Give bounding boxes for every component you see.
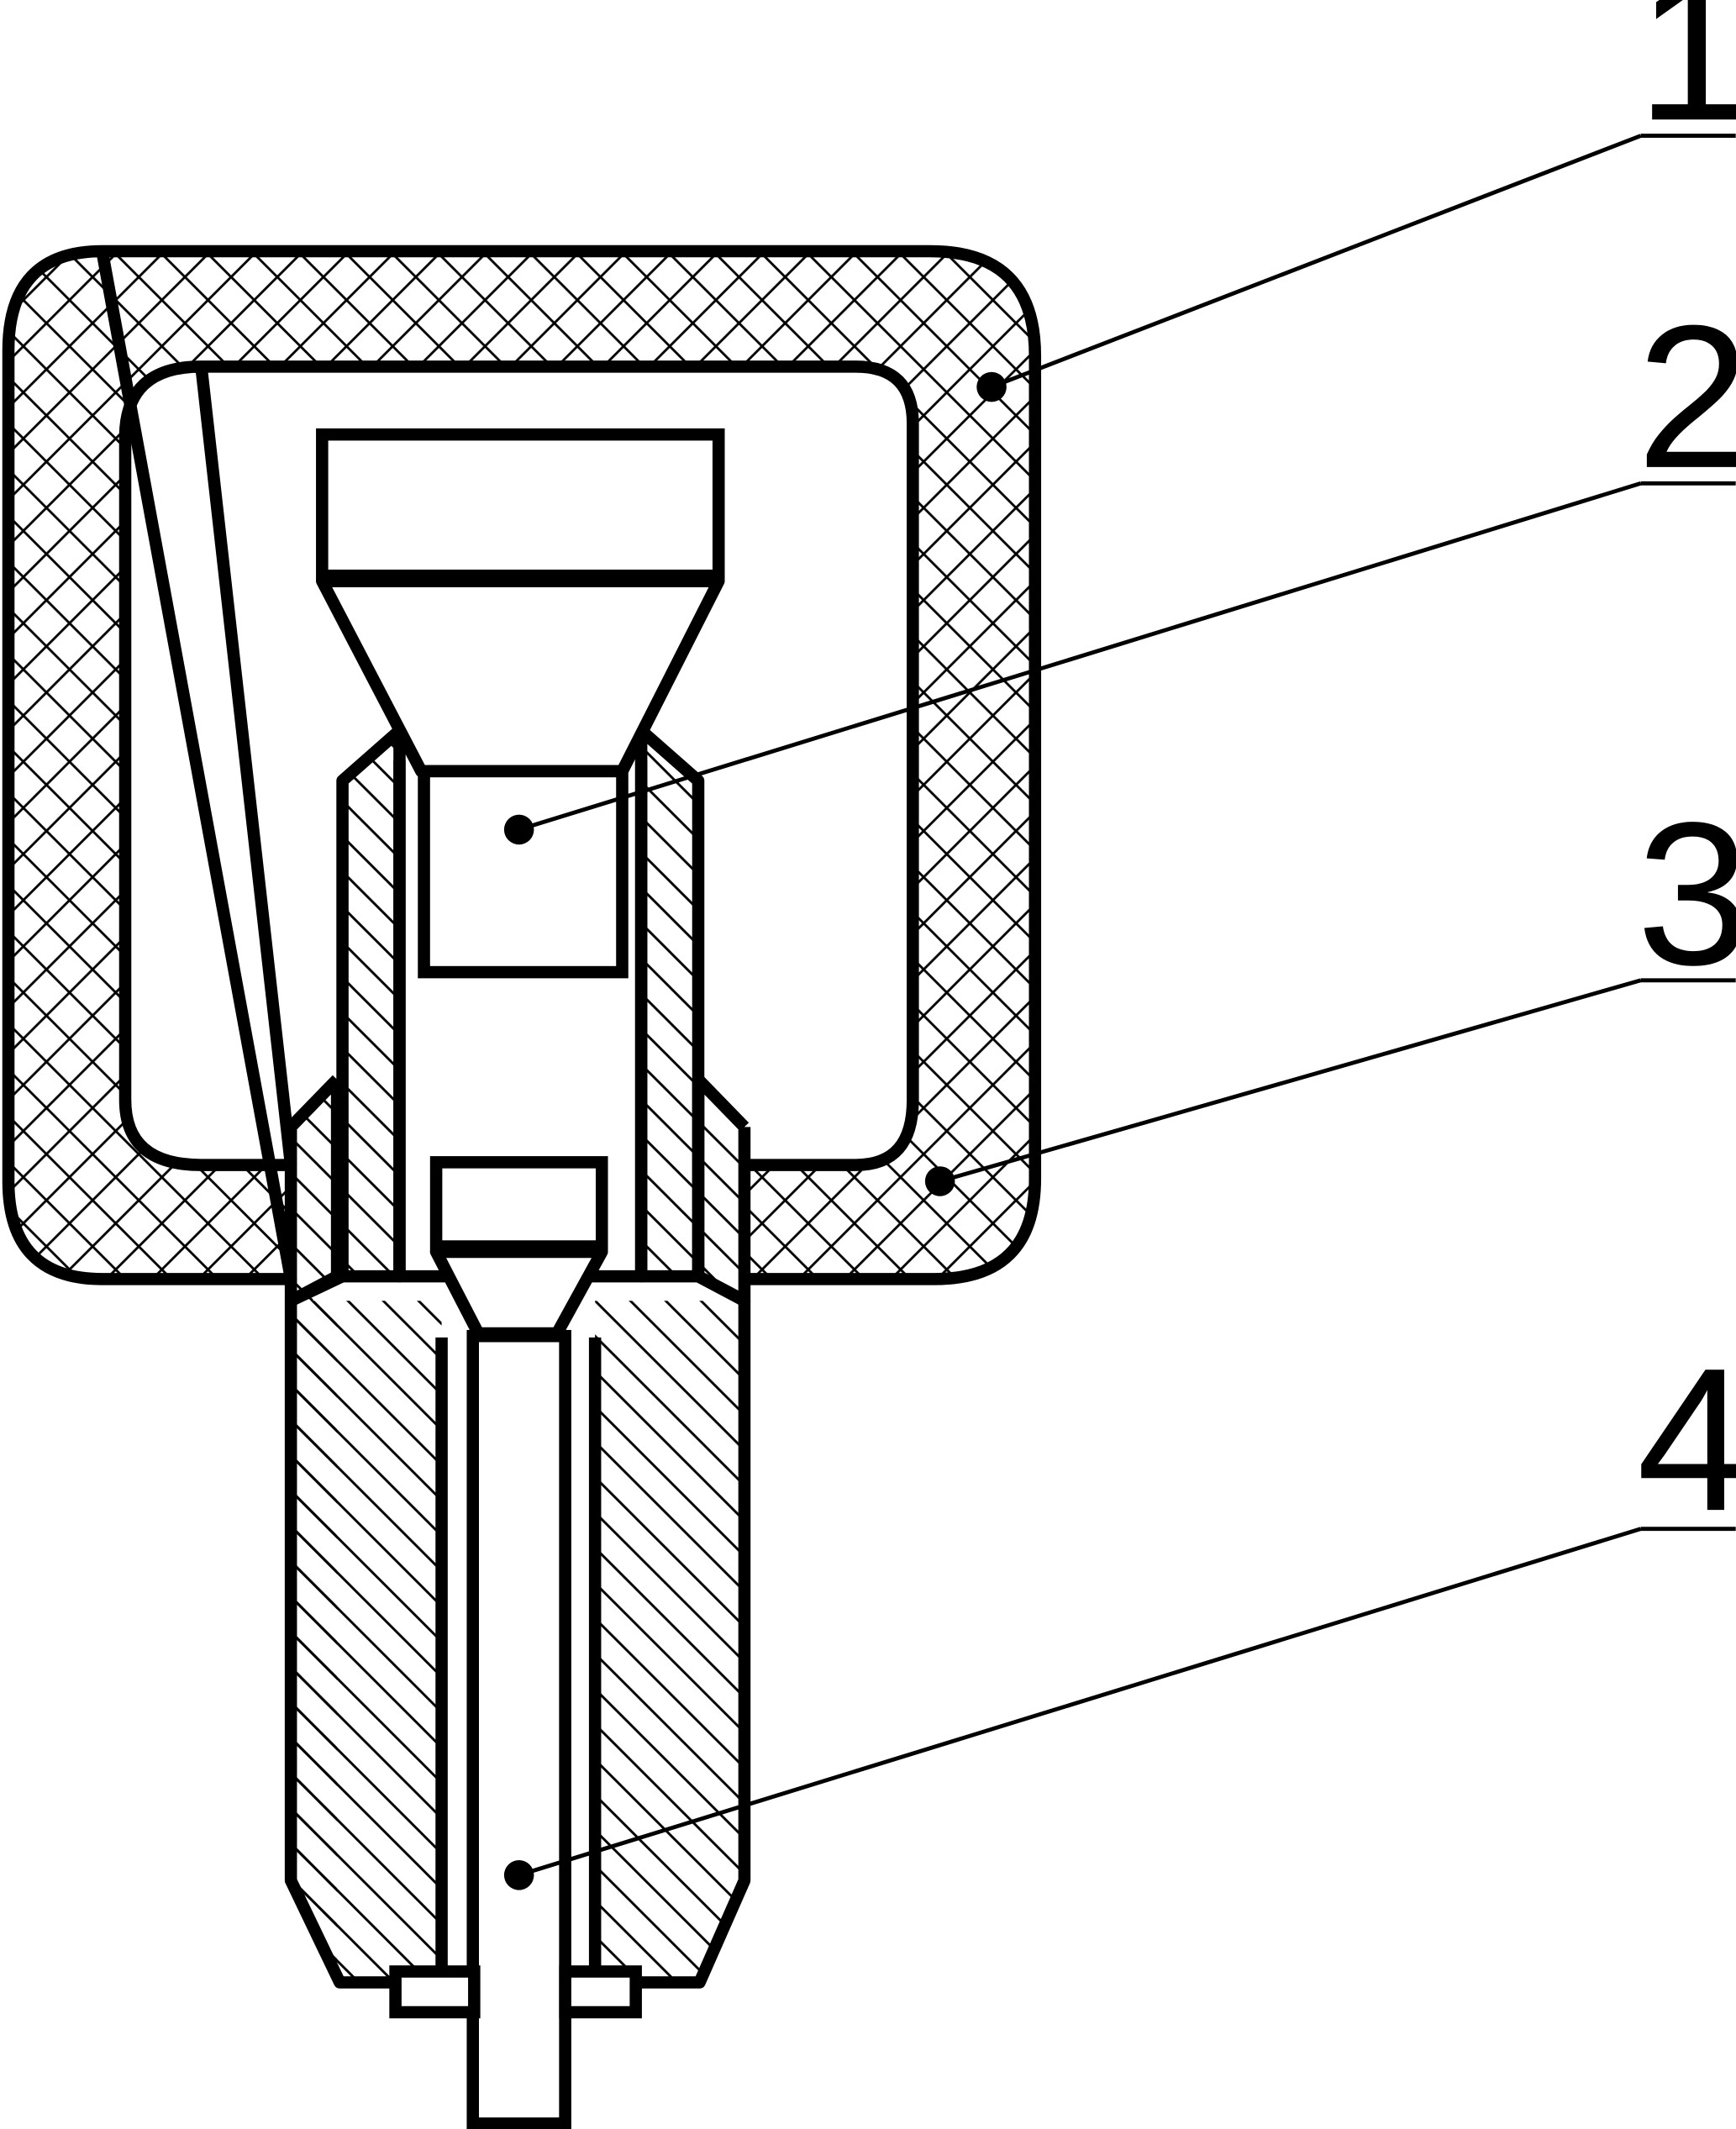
callout-label-2: 2 (1637, 284, 1736, 511)
callout-1: 1 (976, 0, 1736, 402)
insulator-body (284, 1301, 751, 1989)
central-pin (389, 1329, 642, 2129)
callout-label-3: 3 (1637, 781, 1736, 1007)
pin-head (429, 1156, 608, 1340)
sensor-block (418, 765, 629, 979)
callout-3: 3 (924, 781, 1736, 1196)
callout-label-1: 1 (1637, 0, 1736, 163)
top-cap (316, 428, 725, 778)
callout-2: 2 (503, 284, 1736, 845)
right-sleeve (634, 724, 751, 1307)
left-sleeve (284, 724, 406, 1307)
callout-4: 4 (503, 1327, 1736, 1890)
callout-label-4: 4 (1637, 1327, 1736, 1553)
